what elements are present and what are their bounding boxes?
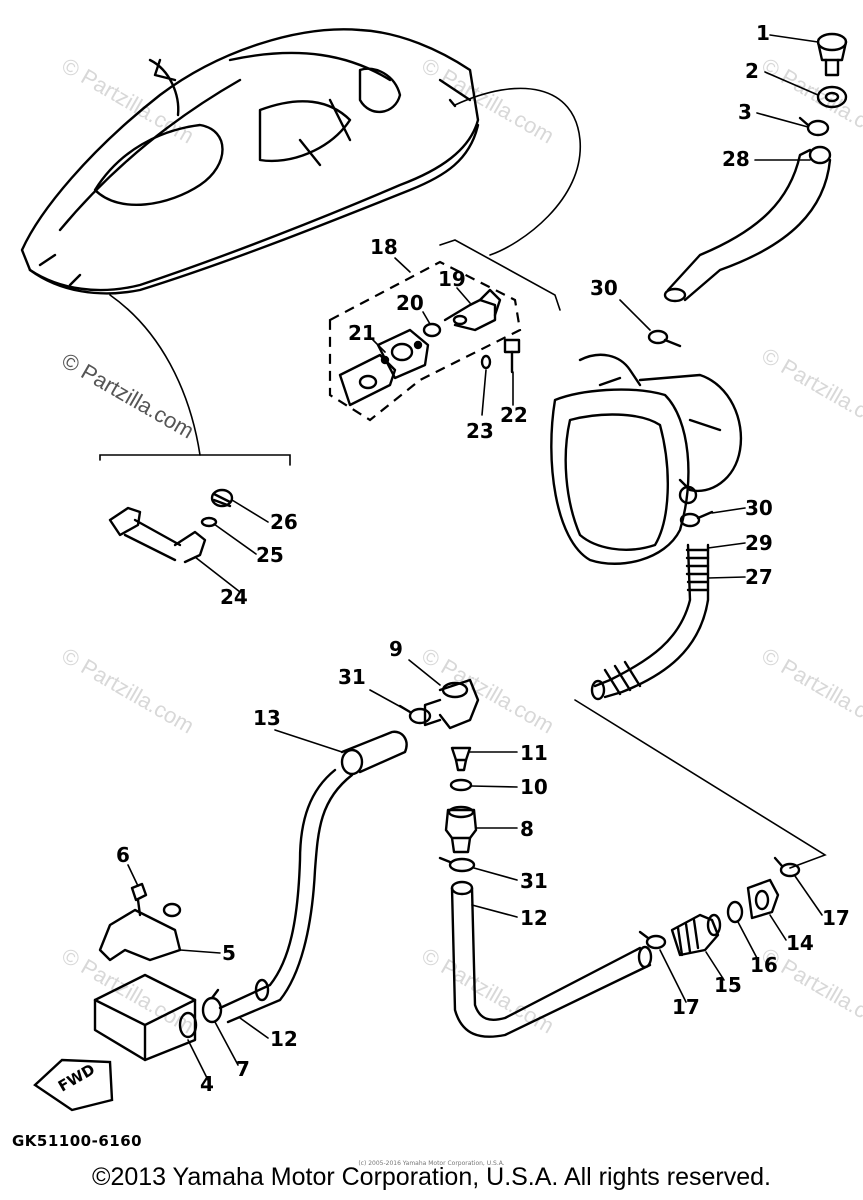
bracket-24-26	[99, 454, 291, 466]
part-2-nut	[816, 85, 848, 109]
fwd-label: FWD	[55, 1060, 98, 1095]
part-25-o-ring	[200, 516, 218, 528]
hose-27	[590, 543, 710, 701]
watermarks: © Partzilla.com © Partzilla.com © Partzi…	[58, 53, 863, 1039]
callout-3: 3	[738, 100, 752, 124]
callout-31-lower: 31	[520, 869, 548, 893]
callout-10: 10	[520, 775, 548, 799]
tiny-copyright-note: (c) 2005-2016 Yamaha Motor Corporation, …	[358, 1160, 505, 1167]
part-30-clamp-lower	[679, 510, 714, 528]
hose-28	[663, 145, 832, 303]
part-16-washer	[726, 900, 744, 924]
callout-19: 19	[438, 267, 466, 291]
callout-7: 7	[236, 1057, 250, 1081]
copyright-notice: ©2013 Yamaha Motor Corporation, U.S.A. A…	[92, 1163, 771, 1191]
callout-30-upper: 30	[590, 276, 618, 300]
group-18-dashed-box	[328, 260, 522, 422]
part-1-cap	[816, 32, 848, 77]
callout-27: 27	[745, 565, 773, 589]
part-6-screw	[130, 882, 148, 917]
callout-13: 13	[253, 706, 281, 730]
part-3-clamp	[798, 116, 830, 137]
exploded-view-drawing: © Partzilla.com © Partzilla.com © Partzi…	[20, 21, 863, 1112]
watermark: © Partzilla.com	[418, 53, 559, 149]
part-17-clamp-left	[638, 930, 667, 950]
hull-leader-right	[454, 87, 581, 256]
callout-12-left: 12	[270, 1027, 298, 1051]
watercraft-hull	[20, 28, 480, 295]
part-30-clamp-upper	[647, 329, 682, 348]
callout-26: 26	[270, 510, 298, 534]
callout-labels: 1 2 3 28 18 19 20 21 22 23 30 30 29 27 2…	[116, 21, 850, 1096]
part-8-valve	[444, 805, 478, 854]
part-31-clamp-lower	[438, 856, 476, 873]
callout-5: 5	[222, 941, 236, 965]
callout-leaders	[127, 34, 823, 1081]
part-11-plug	[450, 746, 472, 772]
part-21-gasket	[338, 353, 397, 407]
part-22-bolt	[503, 338, 521, 374]
part-20-o-ring	[422, 322, 442, 338]
callout-31-upper: 31	[338, 665, 366, 689]
part-9-elbow	[423, 678, 480, 730]
callout-17-left: 17	[672, 995, 700, 1019]
watermark: © Partzilla.com	[758, 343, 863, 439]
callout-23: 23	[466, 419, 494, 443]
callout-8: 8	[520, 817, 534, 841]
callout-4: 4	[200, 1072, 214, 1096]
part-14-fitting	[746, 878, 780, 920]
hose-12-right	[450, 880, 653, 1038]
part-17-clamp-right	[773, 856, 801, 878]
callout-2: 2	[745, 59, 759, 83]
part-7-clamp	[201, 988, 223, 1024]
part-26-cap	[210, 488, 234, 508]
callout-11: 11	[520, 741, 548, 765]
callout-24: 24	[220, 585, 248, 609]
watermark: © Partzilla.com	[758, 53, 863, 149]
watermark: © Partzilla.com	[418, 643, 559, 739]
callout-20: 20	[396, 291, 424, 315]
part-10-ring	[449, 778, 473, 792]
callout-16: 16	[750, 953, 778, 977]
part-code: GK51100-6160	[12, 1132, 143, 1150]
callout-22: 22	[500, 403, 528, 427]
callout-28: 28	[722, 147, 750, 171]
callout-25: 25	[256, 543, 284, 567]
callout-17-right: 17	[822, 906, 850, 930]
hose-12-left	[218, 768, 354, 1024]
callout-29: 29	[745, 531, 773, 555]
leader-27-17	[574, 699, 827, 869]
part-5-bracket	[98, 902, 182, 962]
callout-14: 14	[786, 931, 814, 955]
part-13-fitting	[340, 730, 408, 776]
part-19-fitting	[443, 288, 502, 332]
callout-15: 15	[714, 973, 742, 997]
hull-leader-left	[109, 294, 201, 456]
part-21-fitting-body	[376, 328, 430, 380]
watermark: © Partzilla.com	[418, 943, 559, 1039]
fwd-arrow-icon: FWD	[33, 1058, 114, 1112]
part-23-washer	[480, 354, 492, 370]
watermark: © Partzilla.com	[58, 643, 199, 739]
watermark-dark: © Partzilla.com	[58, 348, 199, 444]
bracket-18-top	[439, 239, 561, 311]
part-15-fitting	[670, 913, 722, 957]
callout-6: 6	[116, 843, 130, 867]
callout-9: 9	[389, 637, 403, 661]
part-4-box	[93, 973, 198, 1062]
part-24-fitting	[108, 506, 207, 564]
jet-pump-housing	[550, 353, 743, 565]
callout-30-lower: 30	[745, 496, 773, 520]
callout-1: 1	[756, 21, 770, 45]
callout-12-right: 12	[520, 906, 548, 930]
callout-21: 21	[348, 321, 376, 345]
callout-18: 18	[370, 235, 398, 259]
watermark: © Partzilla.com	[758, 643, 863, 739]
